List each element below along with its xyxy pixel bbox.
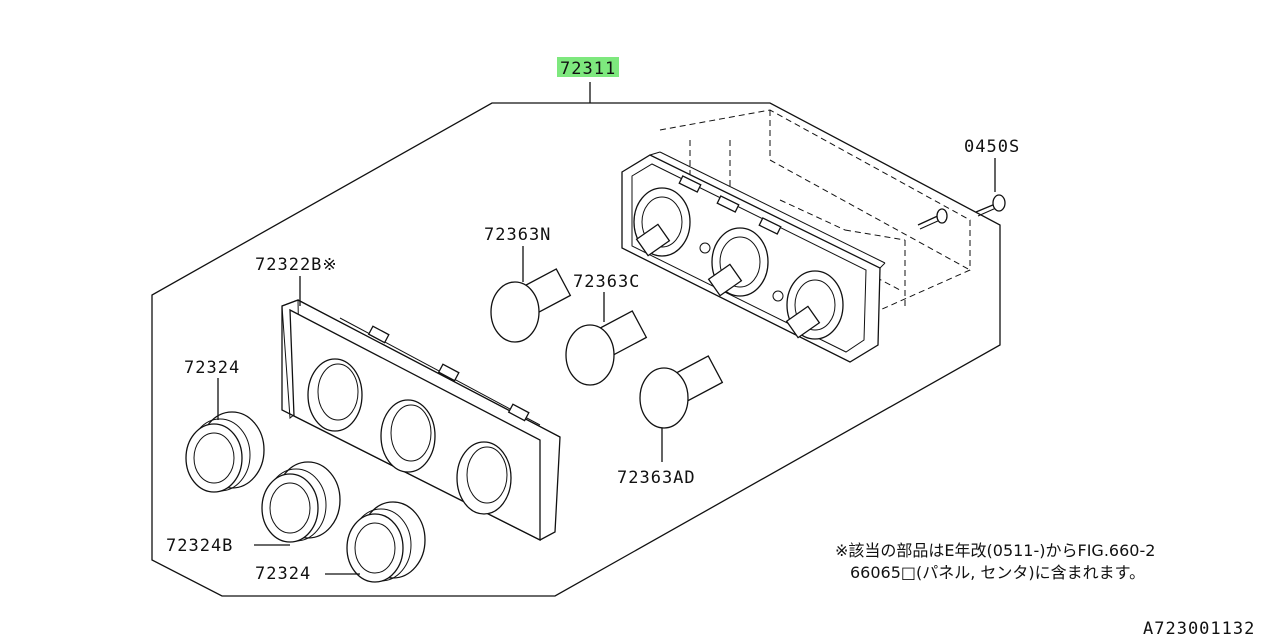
part-label-0450s[interactable]: 0450S: [964, 137, 1020, 157]
part-label-72363ad[interactable]: 72363AD: [617, 468, 696, 488]
control-unit: [621, 109, 971, 363]
part-label-72322b[interactable]: 72322B※: [255, 255, 338, 275]
front-panel-72322b: [281, 299, 561, 542]
part-label-72324-bottom[interactable]: 72324: [255, 564, 311, 584]
knob-cap-72363ad: [639, 355, 724, 429]
assembly-boundary: [151, 102, 1001, 597]
part-highlight: [557, 57, 619, 77]
footnote-line-2: 66065□(パネル, センタ)に含まれます。: [850, 563, 1145, 582]
knob-cap-72363c: [565, 310, 648, 386]
diagram-id: A723001132: [1143, 619, 1255, 639]
dial-72324-bottom: [346, 501, 426, 583]
dial-72324b: [261, 461, 341, 543]
part-label-72324-top[interactable]: 72324: [184, 358, 240, 378]
screw-0450s: [917, 194, 1006, 230]
part-label-72324b[interactable]: 72324B: [166, 536, 233, 556]
part-label-72311[interactable]: 72311: [560, 59, 616, 79]
dial-72324-top: [185, 411, 265, 493]
knob-cap-72363n: [490, 268, 572, 343]
part-label-72363c[interactable]: 72363C: [573, 272, 640, 292]
part-label-72363n[interactable]: 72363N: [484, 225, 551, 245]
footnote-line-1: ※該当の部品はE年改(0511-)からFIG.660-2: [835, 541, 1155, 560]
